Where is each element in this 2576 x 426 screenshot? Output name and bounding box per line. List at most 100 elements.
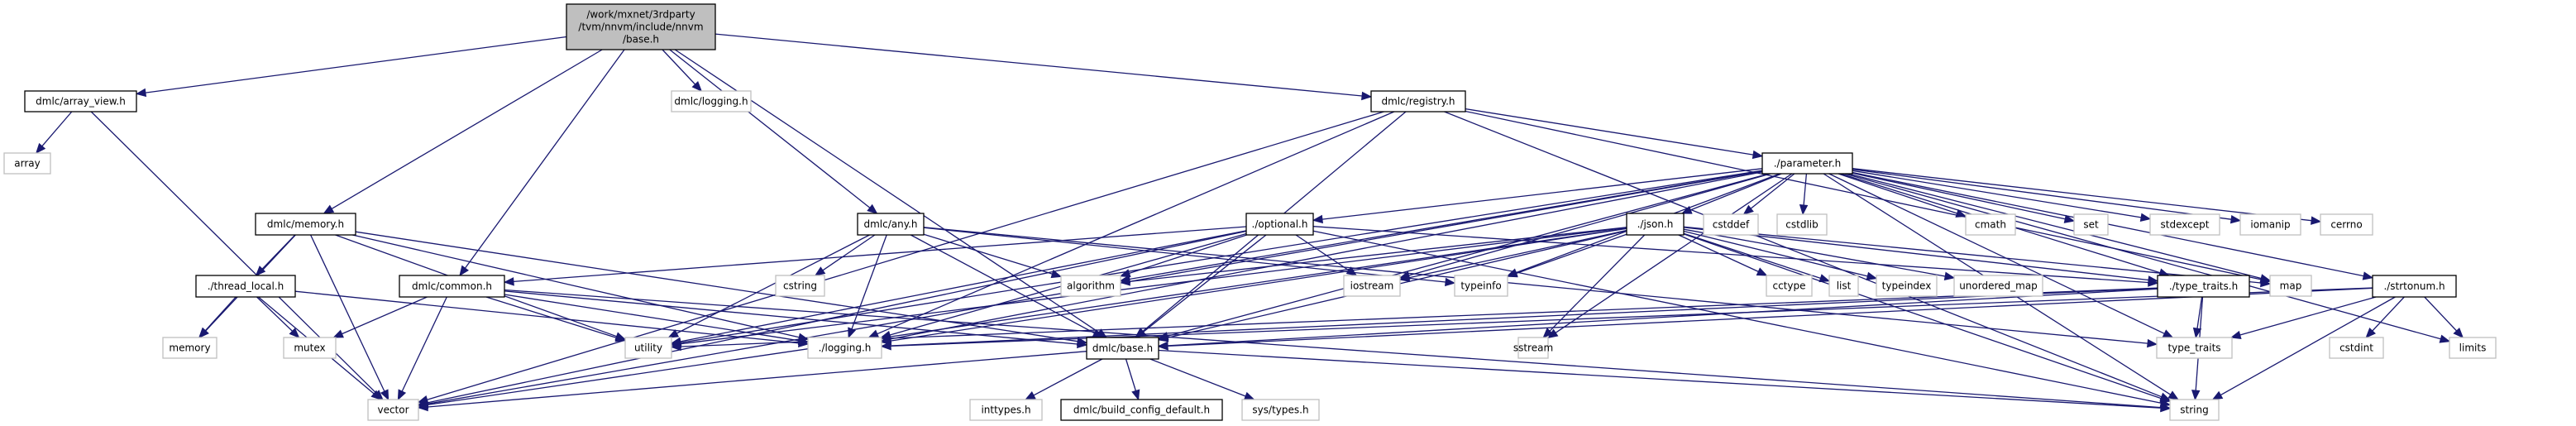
arrowhead-parameter-to-cstdlib [1799,204,1809,216]
edge-type_traits_h-to-logging [890,287,2158,347]
node-label: cstdlib [1785,219,1818,231]
edge-parameter-to-type_traits [1828,173,2165,334]
arrowhead-json-to-typeindex [1866,271,1878,280]
arrowhead-thread_local-to-vector [370,390,382,400]
edge-any-to-logging [851,234,887,329]
arrowhead-strtonum-to-string [2211,390,2224,400]
edge-common-to-utility [485,296,617,339]
node-label: ./logging.h [819,342,872,354]
node-label: utility [634,342,662,354]
edge-any-to-utility [676,234,870,334]
arrowhead-any-to-typeinfo [1445,277,1456,287]
edge-registry-to-string [1444,111,2163,398]
node-any[interactable]: dmlc/any.h [857,213,925,236]
node-label: typeinfo [1460,280,1501,292]
node-algorithm: algorithm [1060,275,1121,297]
node-box [1060,399,1223,421]
arrowhead-base-to-string [2160,403,2172,413]
edge-strtonum-to-logging [890,287,2373,347]
node-box [671,90,752,112]
node-label: limits [2459,342,2487,354]
edge-base-to-inttypes [1033,358,1103,396]
edge-json-to-type_traits_h [1683,227,2149,281]
node-limits: limits [2449,337,2497,359]
node-memory-h[interactable]: dmlc/memory.h [255,213,356,236]
arrowhead-root-to-registry [1361,91,1373,101]
node-box [1766,275,1813,297]
node-iomanip: iomanip [2239,213,2301,236]
arrowhead-root-to-common [459,265,469,277]
edge-parameter-to-cerrno [1852,168,2312,222]
node-box [1370,90,1466,112]
node-box [2239,213,2301,236]
edge-optional-to-string [1312,230,2162,404]
node-common[interactable]: dmlc/common.h [399,275,505,298]
node-base[interactable]: dmlc/base.h [1086,337,1159,360]
node-box [1776,213,1828,236]
arrowhead-json-to-map [2260,278,2272,288]
node-label: dmlc/build_config_default.h [1073,404,1210,416]
node-registry[interactable]: dmlc/registry.h [1370,90,1466,112]
edge-registry-to-vector [427,111,1384,400]
arrowhead-optional-to-iostream [1345,266,1358,276]
arrowhead-common-to-utility [614,333,627,342]
node-type-traits-h[interactable]: ./type_traits.h [2157,275,2250,298]
edge-base-to-build_config [1125,358,1137,391]
edge-parameter-to-limits [1844,173,2441,340]
arrowhead-type_traits_h-to-utility [670,342,681,352]
node-label: ./json.h [1637,218,1674,230]
edge-registry-to-map [1465,110,2262,280]
node-build-config[interactable]: dmlc/build_config_default.h [1060,399,1223,421]
node-label: array [14,158,40,170]
edge-any-to-cstring [822,234,876,271]
node-label: algorithm [1067,280,1115,292]
node-thread-local[interactable]: ./thread_local.h [195,275,296,298]
arrowhead-json-to-iostream [1398,273,1411,282]
node-box [775,275,825,297]
node-box [2073,213,2109,236]
arrowhead-root-to-memory_h [323,204,335,214]
node-box [399,275,505,298]
edge-registry-to-logging [877,111,1395,335]
edge-json-to-vector [427,227,1627,406]
edge-json-to-cctype [1678,234,1759,272]
edge-json-to-typeindex [1683,230,1868,277]
node-root[interactable]: /work/mxnet/3rdparty/tvm/nnvm/include/nn… [566,3,716,50]
node-optional[interactable]: ./optional.h [1245,213,1314,236]
node-box [162,337,217,359]
node-box [1343,275,1401,297]
node-box [624,337,672,359]
node-cstdint: cstdint [2329,337,2384,359]
arrowhead-any-to-logging [848,327,857,339]
node-cstdlib: cstdlib [1776,213,1828,236]
node-box [2156,337,2233,359]
edge-parameter-to-optional [1321,168,1763,220]
arrowhead-json-to-string [2159,394,2172,403]
edge-parameter-to-iomanip [1852,169,2232,220]
arrowhead-parameter-to-string [2167,390,2180,400]
node-label: dmlc/logging.h [674,96,748,108]
node-label: sstream [1513,342,1553,354]
edge-optional-to-algorithm [1129,234,1247,275]
node-box [2449,337,2497,359]
edge-common-to-mutex [342,296,428,335]
node-strtonum[interactable]: ./strtonum.h [2372,275,2457,298]
arrowhead-any-to-type_traits [2147,338,2158,348]
node-box [1060,275,1121,297]
node-label: cstring [783,280,817,292]
node-box [969,399,1043,421]
node-json[interactable]: ./json.h [1626,213,1685,236]
node-array: array [3,152,51,175]
edge-json-to-map [1683,226,2262,284]
node-set: set [2073,213,2109,236]
node-mutex: mutex [283,337,337,359]
node-box [1761,152,1853,175]
node-sys-types: sys/types.h [1241,399,1320,421]
node-label: ./optional.h [1252,218,1308,230]
arrowhead-registry-to-parameter [1752,150,1764,160]
node-label: dmlc/registry.h [1382,96,1455,108]
node-array-view[interactable]: dmlc/array_view.h [24,90,137,112]
node-label: list [1837,280,1852,292]
node-parameter[interactable]: ./parameter.h [1761,152,1853,175]
arrowhead-array_view-to-array [35,142,46,155]
